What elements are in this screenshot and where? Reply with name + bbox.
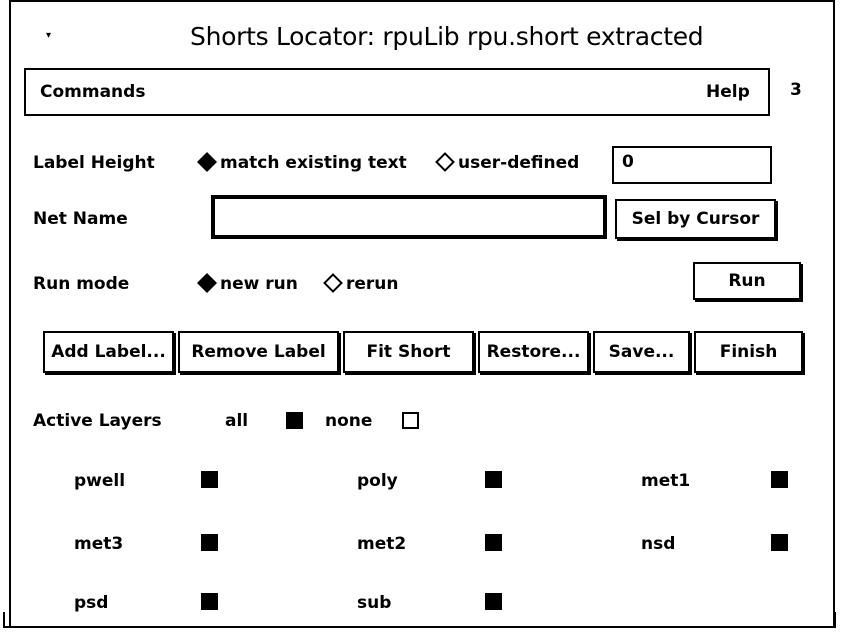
remove-label-button[interactable]: Remove Label	[178, 331, 339, 373]
menu-count: 3	[790, 80, 802, 100]
layer-checkbox-poly[interactable]	[485, 471, 502, 488]
diamond-selected-icon	[197, 152, 217, 172]
menu-help[interactable]: Help	[706, 82, 750, 102]
net-name-label: Net Name	[33, 209, 128, 229]
add-label-button[interactable]: Add Label...	[43, 331, 174, 373]
layer-label-met2: met2	[357, 534, 407, 554]
layer-label-nsd: nsd	[641, 534, 676, 554]
layer-label-met1: met1	[641, 471, 691, 491]
layers-none-checkbox[interactable]	[402, 412, 419, 429]
layer-label-poly: poly	[357, 471, 398, 491]
layer-label-sub: sub	[357, 593, 392, 613]
window-menu-icon[interactable]: ▾	[46, 30, 52, 41]
label-height-label: Label Height	[33, 153, 155, 173]
diamond-unselected-icon	[323, 273, 343, 293]
active-layers-label: Active Layers	[33, 411, 162, 431]
resize-corner-bottom-right[interactable]	[824, 612, 836, 628]
layer-checkbox-met1[interactable]	[771, 471, 788, 488]
layer-checkbox-nsd[interactable]	[771, 534, 788, 551]
layer-checkbox-met2[interactable]	[485, 534, 502, 551]
layers-all-label: all	[225, 411, 249, 431]
window-title: Shorts Locator: rpuLib rpu.short extract…	[190, 22, 704, 51]
layer-checkbox-sub[interactable]	[485, 593, 502, 610]
restore-button[interactable]: Restore...	[478, 331, 589, 373]
menubar: Commands Help	[24, 68, 770, 116]
run-button[interactable]: Run	[693, 262, 801, 300]
shorts-locator-window	[9, 0, 835, 628]
window-bottom-border	[15, 626, 824, 628]
layer-label-pwell: pwell	[74, 471, 126, 491]
radio-rerun[interactable]: rerun	[323, 273, 399, 294]
net-name-input[interactable]	[211, 195, 607, 239]
layers-all-checkbox[interactable]	[286, 412, 303, 429]
save-button[interactable]: Save...	[593, 331, 690, 373]
radio-new-run[interactable]: new run	[197, 273, 298, 294]
finish-button[interactable]: Finish	[694, 331, 803, 373]
sel-by-cursor-button[interactable]: Sel by Cursor	[615, 199, 776, 239]
radio-match-existing-text[interactable]: match existing text	[197, 152, 407, 173]
layer-checkbox-psd[interactable]	[201, 593, 218, 610]
layer-label-met3: met3	[74, 534, 124, 554]
resize-corner-bottom-left[interactable]	[3, 612, 15, 628]
layer-checkbox-pwell[interactable]	[201, 471, 218, 488]
diamond-selected-icon	[197, 273, 217, 293]
layer-checkbox-met3[interactable]	[201, 534, 218, 551]
diamond-unselected-icon	[435, 152, 455, 172]
radio-user-defined[interactable]: user-defined	[435, 152, 579, 173]
run-mode-label: Run mode	[33, 274, 130, 294]
layer-label-psd: psd	[74, 593, 109, 613]
layers-none-label: none	[325, 411, 373, 431]
label-height-input[interactable]: 0	[612, 146, 772, 184]
menu-commands[interactable]: Commands	[40, 82, 146, 102]
fit-short-button[interactable]: Fit Short	[343, 331, 474, 373]
